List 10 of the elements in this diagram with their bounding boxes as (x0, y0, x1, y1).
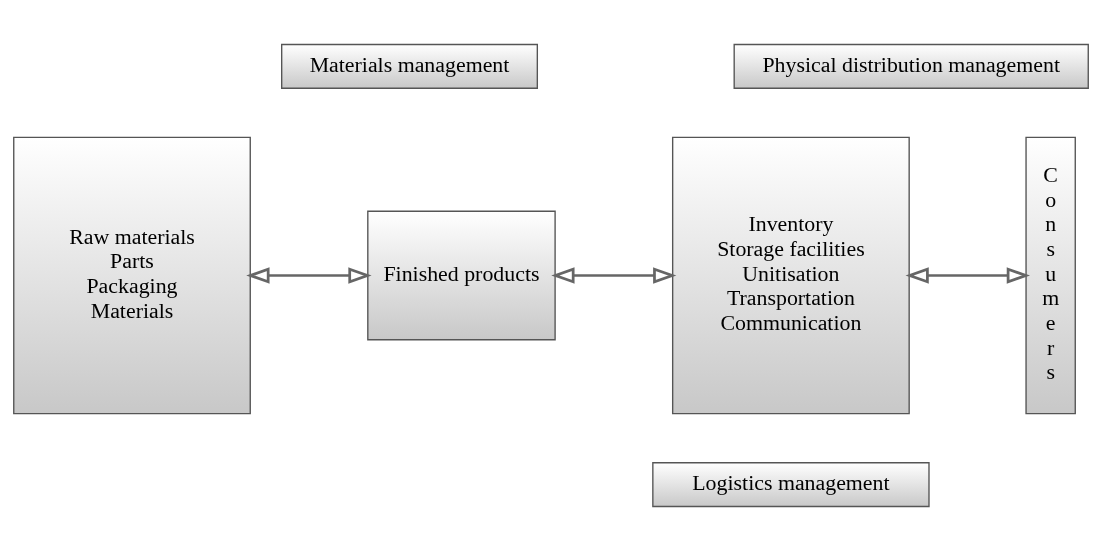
node-box: Inventory Storage facilities Unitisation Transportation Communication (672, 136, 910, 415)
node-box: Raw materials Parts Packaging Materials (13, 136, 251, 415)
arrow (551, 267, 677, 284)
node-box: Consumers (1025, 136, 1076, 415)
node-box: Materials management (281, 43, 538, 89)
arrow (246, 267, 372, 284)
node-box: Finished products (367, 210, 556, 341)
node-box: Physical distribution management (733, 43, 1089, 89)
arrow (905, 267, 1030, 284)
node-box: Logistics management (652, 462, 930, 508)
